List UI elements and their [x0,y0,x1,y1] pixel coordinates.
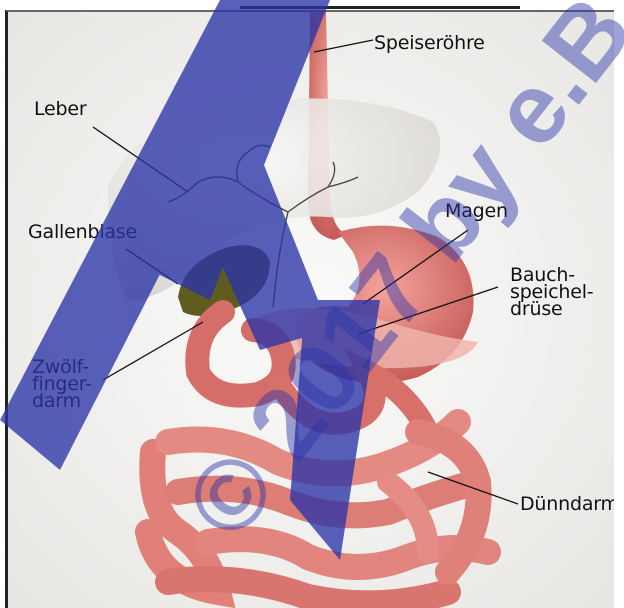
label-gallenblase: Gallenblase [28,223,137,242]
label-leber: Leber [34,100,87,119]
label-magen: Magen [445,202,508,221]
label-duenndarm: Dünndarm [520,495,614,514]
label-speiseroehre: Speiseröhre [374,34,485,53]
label-bauchspeicheldruese: Bauch- speichel- drüse [510,267,593,318]
label-zwoelffingerdarm: Zwölf- finger- darm [32,359,92,410]
anatomy-illustration: Speiseröhre Leber Gallenblase Magen Bauc… [5,10,614,608]
cropped-top-text [0,0,624,9]
